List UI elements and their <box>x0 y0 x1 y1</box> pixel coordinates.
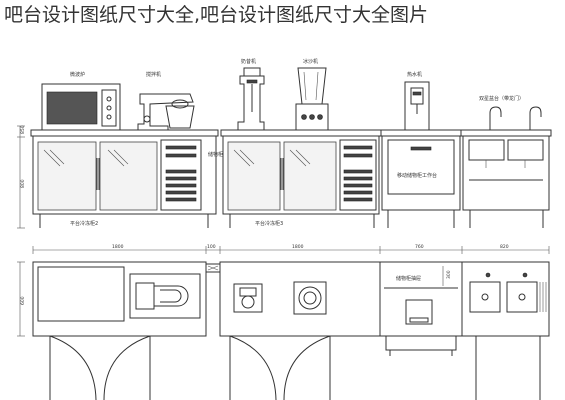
faucet-left <box>489 106 502 130</box>
water-heater-label: 热水机 <box>407 71 422 78</box>
width-dim-4: 760 <box>415 244 424 250</box>
plan-mixer-head <box>154 285 189 307</box>
milkshake-head <box>243 67 261 77</box>
fridge-left-label: 平台冷冻柜2 <box>70 220 98 227</box>
depth-dim-small: 300 <box>446 270 452 279</box>
sink-bowl <box>468 139 505 161</box>
height-dim-top: 850 <box>20 125 26 134</box>
plan-storage-label: 储物柜抽屉 <box>396 275 421 282</box>
glass-door <box>37 141 97 211</box>
countertop-workstation <box>380 129 462 137</box>
blender-label: 冰沙机 <box>303 58 318 65</box>
vent-slots <box>165 145 197 202</box>
milkshake-body <box>237 75 265 131</box>
countertop-middle <box>220 129 382 137</box>
plan-sink-bowl <box>469 281 501 313</box>
blender-jar <box>297 67 327 105</box>
glass-door <box>283 141 337 211</box>
sink-bowl <box>507 139 544 161</box>
mixer-body <box>137 93 194 131</box>
plan-drawer <box>385 335 457 351</box>
door-swings <box>49 335 541 400</box>
microwave-window <box>46 91 98 125</box>
front-elevation: 850 800 储物柜 平台冷冻柜2 <box>17 58 552 229</box>
plan-sink-bowl <box>506 281 538 313</box>
glass-door <box>227 141 281 211</box>
mixer-label: 搅拌机 <box>146 71 161 78</box>
work-table-label: 移动储物柜工作台 <box>397 172 437 179</box>
height-dim-main: 800 <box>20 179 26 188</box>
faucet-right <box>529 106 542 130</box>
vent-slots <box>343 145 373 202</box>
water-heater-display <box>410 87 424 105</box>
width-dim-5: 820 <box>500 244 509 250</box>
plan-mixer-base <box>135 282 155 310</box>
countertop-sink <box>460 129 552 137</box>
width-dim-1: 1800 <box>112 244 124 250</box>
plan-view: 1800 100 1800 760 820 600 储物柜抽屉 300 <box>17 244 550 400</box>
page-title: 吧台设计图纸尺寸大全,吧台设计图纸尺寸大全图片 <box>4 4 429 26</box>
milkshake-label: 奶昔机 <box>241 58 256 65</box>
plan-microwave <box>37 266 125 322</box>
drawer-handle <box>410 146 432 151</box>
mixer-bowl <box>165 105 195 129</box>
width-dim-2: 100 <box>207 244 216 250</box>
depth-dim-left: 600 <box>20 296 26 305</box>
microwave-label: 微波炉 <box>70 71 85 78</box>
vertical-label-left: 储物柜 <box>208 151 223 158</box>
sink-label: 双星盆台（带龙门） <box>479 95 524 102</box>
fridge-middle-label: 平台冷冻柜3 <box>255 220 283 227</box>
microwave-panel <box>101 89 117 127</box>
width-dim-3: 1800 <box>292 244 304 250</box>
glass-door <box>99 141 158 211</box>
countertop-left <box>30 129 219 137</box>
